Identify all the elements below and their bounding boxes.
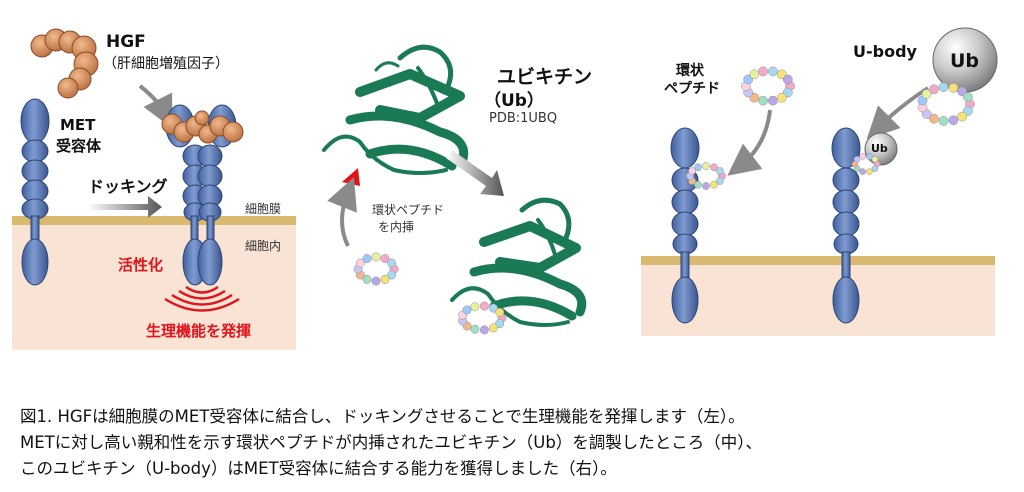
insert-label-line1: 環状ペプチド xyxy=(372,203,445,217)
hgf-molecule xyxy=(30,28,99,99)
insertion-site-marker xyxy=(342,168,360,186)
function-label: 生理機能を発揮 xyxy=(146,322,252,340)
met-receptor-right-a xyxy=(670,127,700,324)
peptide-label-line2: ペプチド xyxy=(664,81,720,97)
transform-arrow xyxy=(446,150,504,196)
cytoplasm-left xyxy=(12,222,296,350)
insert-label-line2: を内挿 xyxy=(378,220,415,234)
peptide-ring-right-free xyxy=(741,66,795,106)
peptide-ring-ubiquitin xyxy=(458,301,507,335)
ubiquitin-sub: （Ub） xyxy=(484,91,544,111)
met-label-line2: 受容体 xyxy=(56,137,102,155)
caption-line-2: METに対し高い親和性を示す環状ペプチドが内挿されたユビキチン（Ub）を調製した… xyxy=(20,433,763,452)
middle-panel xyxy=(322,44,587,327)
caption-line-1: 図1. HGFは細胞膜のMET受容体に結合し、ドッキングさせることで生理機能を発… xyxy=(20,407,745,426)
membrane-right xyxy=(641,256,995,265)
docking-label: ドッキング xyxy=(88,177,168,196)
hgf-title: HGF xyxy=(106,32,146,52)
met-receptor-dimer xyxy=(161,104,244,286)
peptide-arrow xyxy=(727,109,772,176)
ubiquitin-structure xyxy=(322,44,469,175)
right-panel xyxy=(641,27,998,336)
pdb-label: PDB:1UBQ xyxy=(489,111,558,126)
ubiquitin-title: ユビキチン xyxy=(497,66,593,88)
met-label-line1: MET xyxy=(60,116,96,134)
ub-ball-small-label: Ub xyxy=(871,142,888,155)
peptide-label-line1: 環状 xyxy=(676,63,704,79)
hgf-subtitle: （肝細胞増殖因子） xyxy=(103,56,229,72)
activation-label: 活性化 xyxy=(118,256,164,274)
cytoplasm-right xyxy=(641,262,995,336)
met-receptor-right-b xyxy=(831,127,861,324)
peptide-ring-middle xyxy=(353,252,399,286)
left-panel xyxy=(12,28,296,350)
ubiquitin-with-peptide xyxy=(450,197,587,327)
intracellular-label: 細胞内 xyxy=(245,239,282,253)
ub-ball-large-label: Ub xyxy=(950,50,980,72)
membrane-label: 細胞膜 xyxy=(245,202,282,216)
membrane-left xyxy=(12,216,296,225)
signal-waves xyxy=(164,285,240,312)
peptide-ring-right-bound xyxy=(686,162,726,190)
docking-arrow xyxy=(88,196,162,218)
met-receptor-inactive xyxy=(20,98,50,286)
figure-caption: 図1. HGFは細胞膜のMET受容体に結合し、ドッキングさせることで生理機能を発… xyxy=(20,404,1010,482)
peptide-ring-ubody-small xyxy=(851,153,881,175)
peptide-ring-ubody-large xyxy=(917,82,975,126)
hgf-binding-arrow xyxy=(138,84,173,129)
caption-line-3: このユビキチン（U-body）はMET受容体に結合する能力を獲得しました（右）。 xyxy=(20,459,617,478)
ubody-label: U-body xyxy=(853,42,917,61)
insert-arrow xyxy=(327,177,357,247)
cyclic-peptide-rings xyxy=(353,66,975,335)
